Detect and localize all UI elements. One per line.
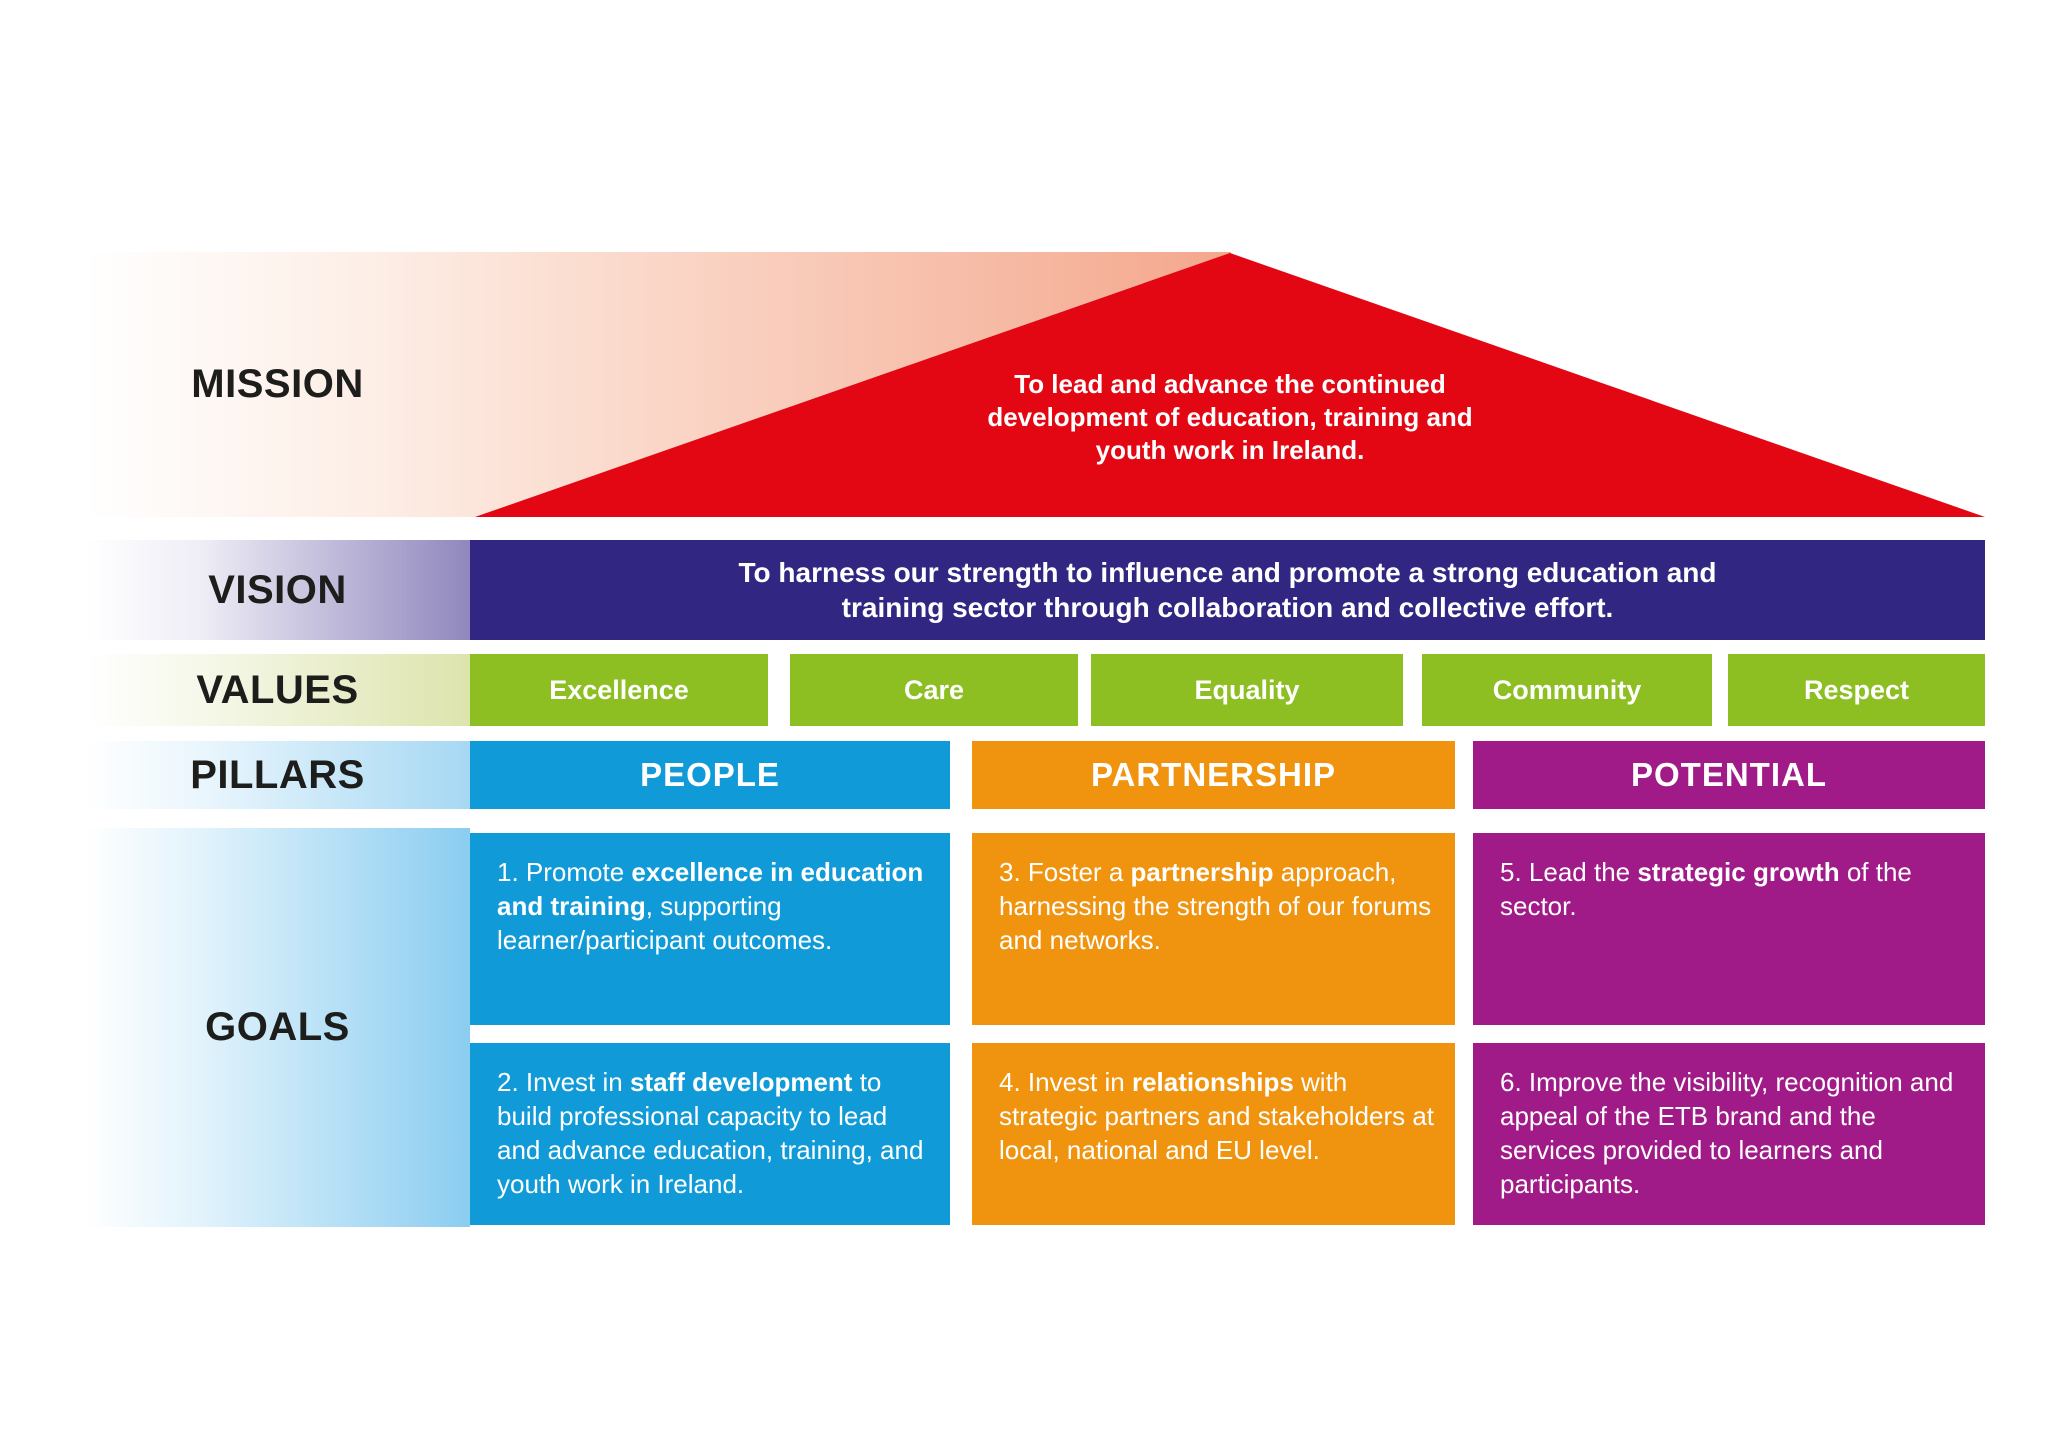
value-box-community: Community (1422, 654, 1712, 726)
value-box-equality: Equality (1091, 654, 1403, 726)
pillar-box-people: PEOPLE (470, 741, 950, 809)
values-row-label: VALUES (196, 667, 359, 712)
goal-box-6: 6. Improve the visibility, recognition a… (1473, 1043, 1985, 1225)
goals-row-label-area: GOALS (85, 828, 470, 1227)
pillar-box-partnership: PARTNERSHIP (972, 741, 1455, 809)
mission-row-label: MISSION (191, 362, 364, 406)
value-box-excellence: Excellence (470, 654, 768, 726)
goal-box-2: 2. Invest in staff development to build … (470, 1043, 950, 1225)
vision-statement: To harness our strength to influence and… (738, 557, 1717, 623)
value-box-respect: Respect (1728, 654, 1985, 726)
goal-box-5: 5. Lead the strategic growth of the sect… (1473, 833, 1985, 1025)
value-box-care: Care (790, 654, 1078, 726)
vision-row-label: VISION (208, 567, 347, 612)
pillars-row-label-area: PILLARS (85, 741, 470, 809)
values-row-label-area: VALUES (85, 654, 470, 726)
goal-box-3: 3. Foster a partnership approach, harnes… (972, 833, 1455, 1025)
pillar-box-potential: POTENTIAL (1473, 741, 1985, 809)
vision-bar: To harness our strength to influence and… (470, 540, 1985, 640)
mission-statement: To lead and advance the continued develo… (987, 369, 1473, 465)
goal-box-4: 4. Invest in relationships with strategi… (972, 1043, 1455, 1225)
mission-row-label-area: MISSION (85, 252, 470, 517)
goals-row-label: GOALS (205, 1005, 350, 1049)
goal-box-1: 1. Promote excellence in education and t… (470, 833, 950, 1025)
pillars-row-label: PILLARS (190, 752, 365, 797)
vision-row-label-area: VISION (85, 540, 470, 640)
